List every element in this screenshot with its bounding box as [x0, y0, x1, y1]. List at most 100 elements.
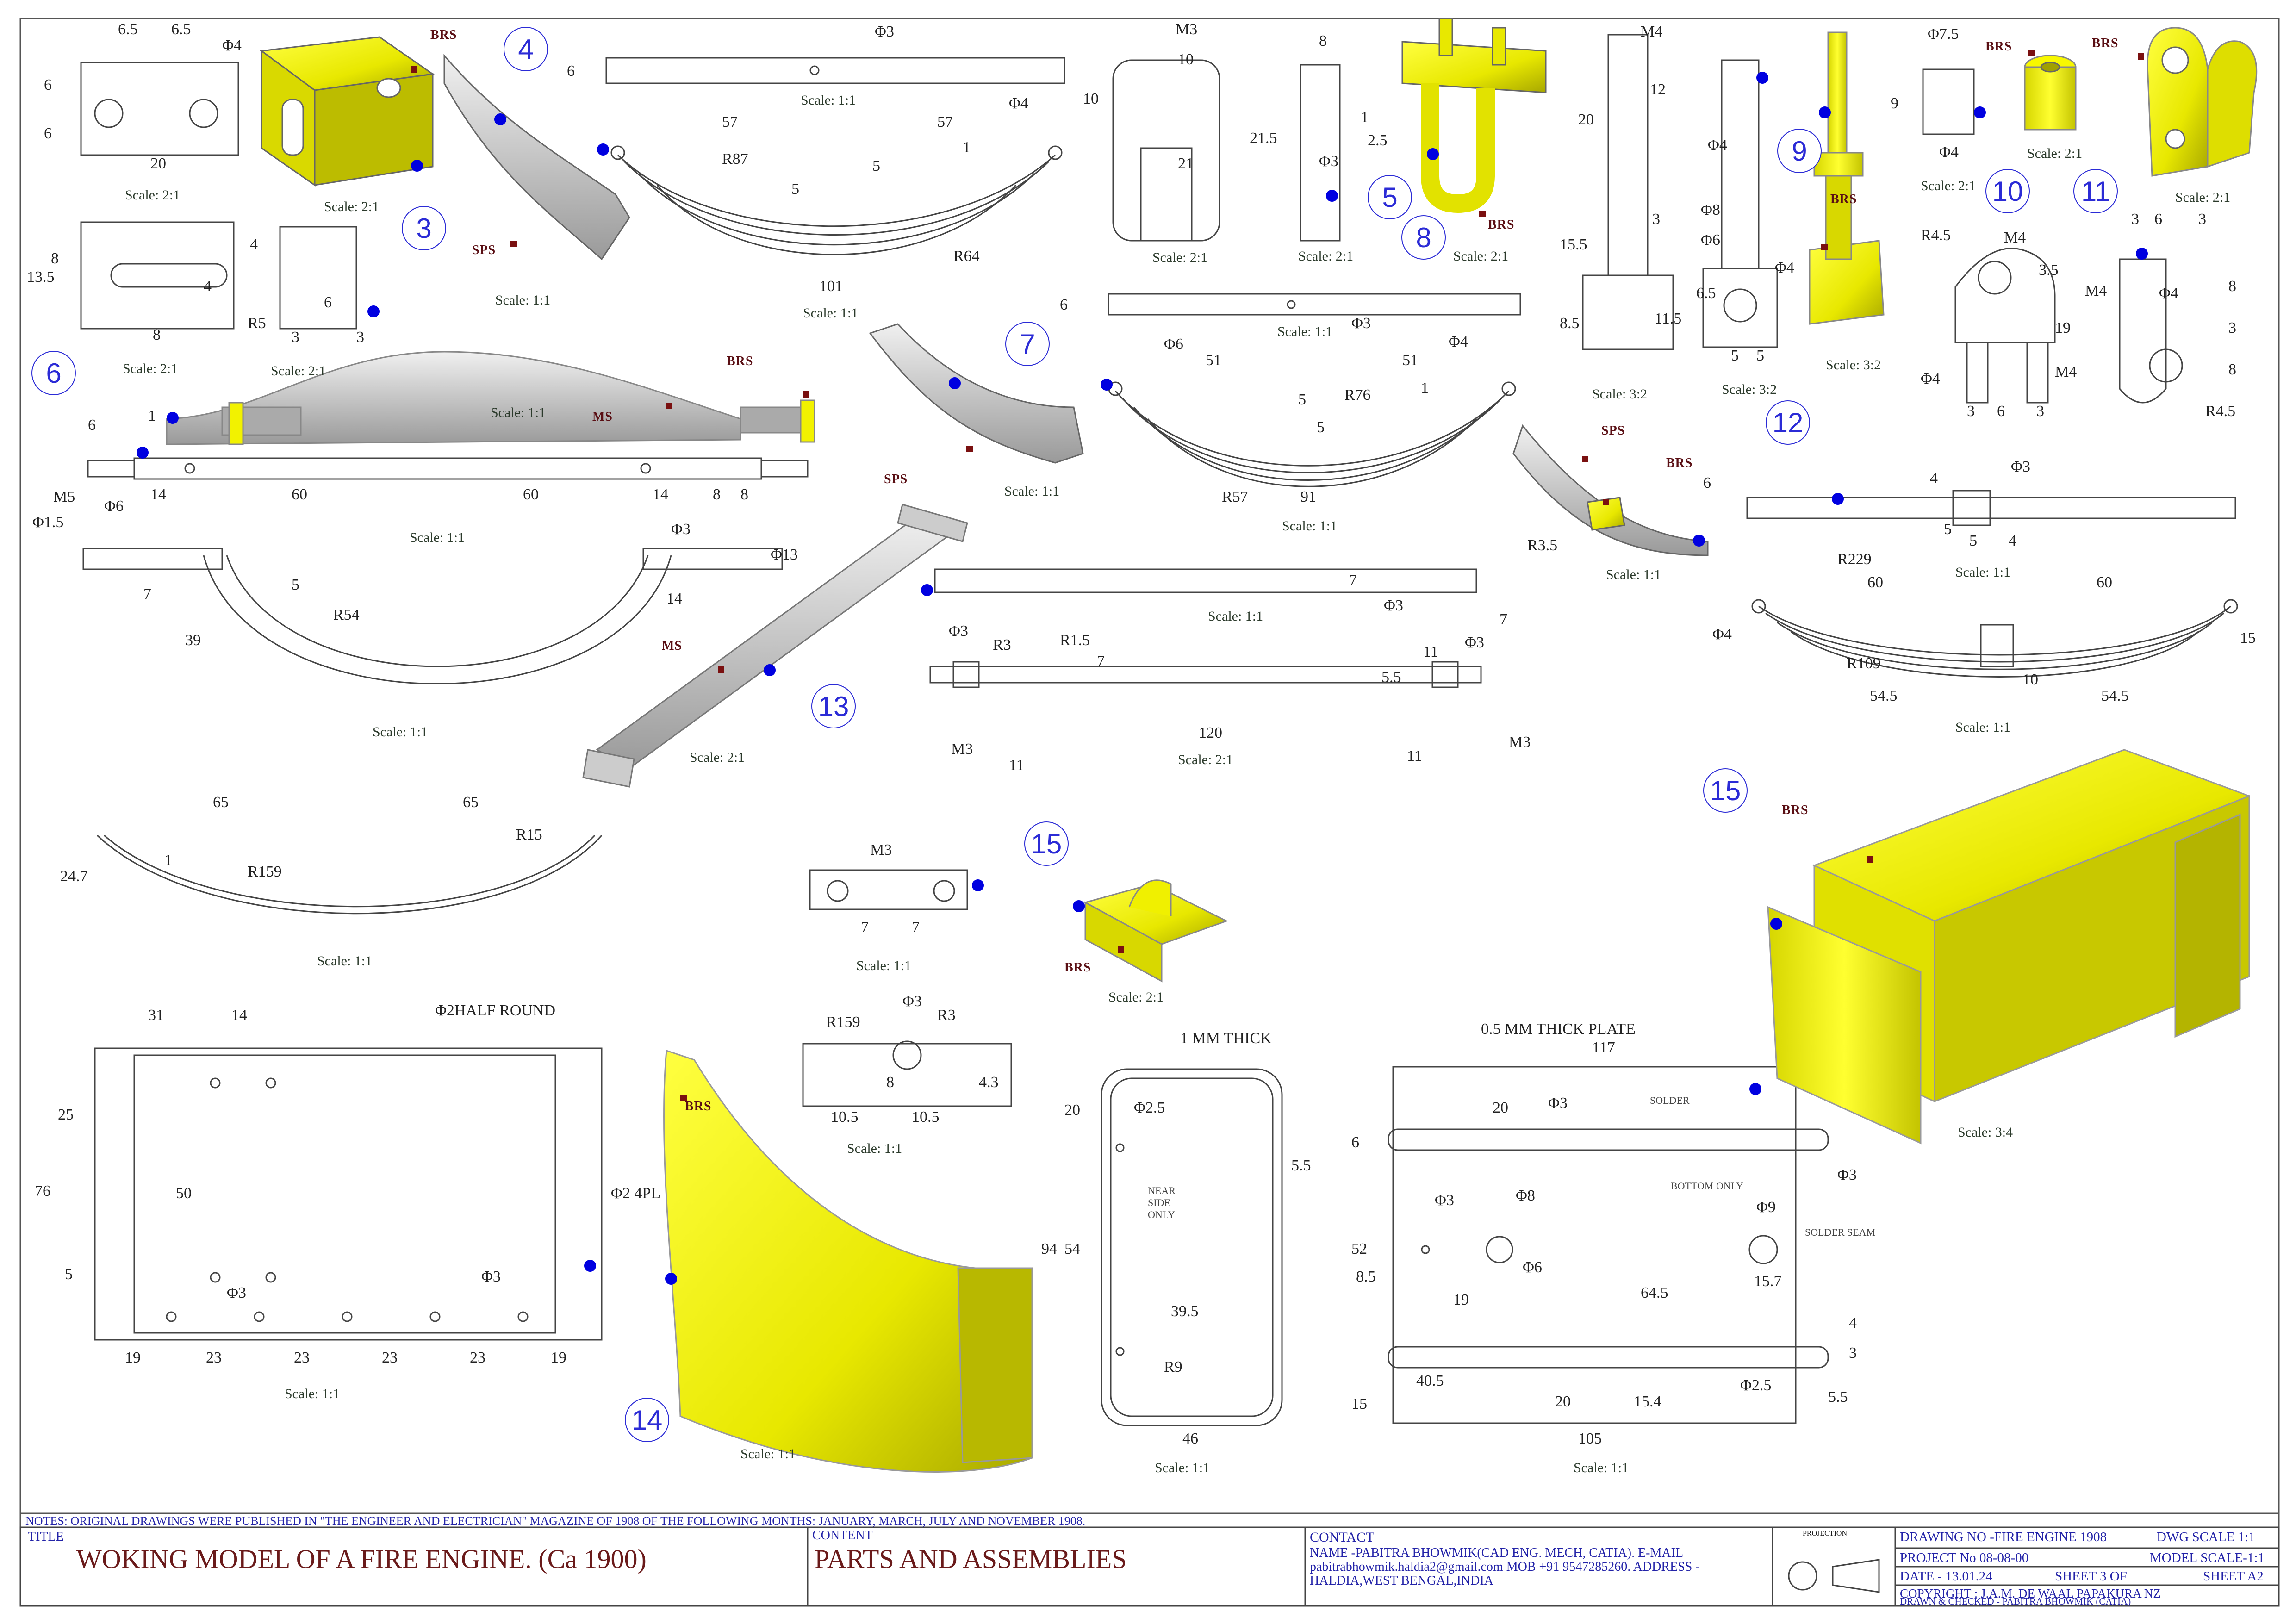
dim: 19 [1453, 1291, 1469, 1308]
dim: 8 [713, 486, 721, 503]
dim: 14 [150, 486, 166, 503]
dim: R3.5 [1527, 537, 1558, 554]
dim: 1 [1361, 109, 1369, 126]
dim: 3 [1652, 211, 1660, 228]
dim: 10 [1083, 90, 1099, 107]
dim: Φ4 [1708, 137, 1727, 154]
dim: 46 [1182, 1430, 1198, 1447]
balloon-part-12: 12 [1766, 400, 1810, 445]
dim: 7 [1097, 653, 1105, 670]
scale-label: Scale: 1:1 [1955, 720, 2011, 735]
dim: 9 [1891, 95, 1898, 112]
dim: 11 [1009, 757, 1024, 774]
dim: 5 [65, 1266, 73, 1283]
leader-dot [921, 584, 933, 596]
material-ms-2: MS [662, 639, 682, 653]
material-marker [411, 66, 417, 73]
leader-dot [494, 113, 506, 125]
material-brs-7: BRS [1666, 456, 1693, 470]
leader-dot [2136, 248, 2148, 260]
material-marker [1582, 456, 1588, 462]
scale-label: Scale: 3:2 [1826, 357, 1881, 373]
dim: Φ8 [1701, 201, 1720, 218]
dim: 12 [1650, 81, 1666, 98]
scale-label: Scale: 1:1 [1282, 518, 1338, 534]
balloon-part-15a: 15 [1024, 821, 1069, 866]
dim: 8.5 [1356, 1268, 1376, 1285]
dim: 105 [1578, 1430, 1602, 1447]
scale-label: Scale: 2:1 [690, 750, 745, 765]
material-brs-4: BRS [1985, 39, 2012, 54]
part9-front-view [1607, 34, 1649, 276]
dim: 2.5 [1368, 132, 1388, 149]
dim: 40.5 [1416, 1372, 1444, 1389]
dim: Φ1.5 [32, 514, 64, 531]
dim: 60 [523, 486, 539, 503]
note-near-side: NEAR SIDE ONLY [1148, 1185, 1176, 1220]
dim: 4 [204, 278, 212, 295]
material-ms-1: MS [592, 410, 613, 424]
contact-label: CONTACT [1310, 1530, 1375, 1545]
dim: Φ6 [1164, 336, 1183, 353]
dim: 11 [1423, 643, 1438, 660]
material-brs-6: BRS [727, 354, 753, 368]
dim: R4.5 [1921, 227, 1951, 244]
part13-front-view [929, 666, 1482, 684]
drawing-number: DRAWING NO -FIRE ENGINE 1908 [1900, 1530, 2107, 1544]
scale-label: Scale: 1:1 [856, 958, 912, 973]
dim: Φ4 [1921, 370, 1940, 387]
material-marker [1867, 856, 1873, 863]
leader-dot [597, 143, 609, 156]
dim: M3 [1509, 734, 1531, 751]
dim: R4.5 [2205, 403, 2236, 420]
dim: 65 [213, 794, 229, 811]
dim: 11 [1407, 747, 1422, 765]
scale-label: Scale: 2:1 [2027, 146, 2083, 161]
balloon-part-3: 3 [402, 206, 446, 250]
dim: R54 [333, 606, 360, 623]
leader-dot [972, 879, 984, 891]
scale-label: Scale: 1:1 [1606, 567, 1661, 582]
dim: 10.5 [912, 1108, 940, 1126]
contact-line-3: HALDIA,WEST BENGAL,INDIA [1310, 1574, 1493, 1588]
part5-front-view [1112, 59, 1220, 242]
material-brs-2: BRS [1488, 218, 1515, 232]
part3-side-view [80, 221, 235, 330]
dim: 20 [150, 155, 166, 172]
dim: 5 [1944, 521, 1952, 538]
dim: 23 [470, 1349, 485, 1366]
dim: 8 [51, 250, 59, 267]
dim: R64 [953, 248, 980, 265]
dim: 14 [666, 590, 682, 607]
dim: M4 [2085, 282, 2107, 299]
dim: Φ4 [1712, 626, 1732, 643]
leader-dot [1427, 148, 1439, 160]
dim: 3 [2036, 403, 2044, 420]
material-brs-5: BRS [2092, 36, 2119, 50]
material-marker [718, 666, 724, 673]
dim: 60 [2097, 574, 2112, 591]
dim: 60 [292, 486, 307, 503]
dim: R229 [1837, 551, 1872, 568]
dim: 57 [722, 113, 738, 131]
dim: 15 [2240, 629, 2256, 647]
balloon-part-15b: 15 [1703, 768, 1748, 813]
dim: Φ9 [1756, 1199, 1776, 1216]
scale-label: Scale: 2:1 [1178, 752, 1233, 767]
scale-label: Scale: 2:1 [1453, 249, 1509, 264]
dim: Φ4 [222, 37, 242, 54]
dim: 7 [1349, 572, 1357, 589]
dim: 51 [1206, 352, 1221, 369]
dim: Φ2.5 [1740, 1377, 1772, 1394]
scale-label: Scale: 1:1 [1004, 484, 1060, 499]
dim: 15.4 [1634, 1393, 1661, 1410]
part14-flat-pattern [94, 1047, 603, 1341]
scale-label: Scale: 1:1 [410, 530, 465, 545]
plate-05mm-view [1392, 1066, 1797, 1424]
material-brs-10: BRS [685, 1099, 712, 1114]
material-marker [1118, 946, 1124, 953]
dim: Φ2HALF ROUND [435, 1002, 556, 1019]
dim: 13.5 [27, 268, 55, 286]
dim: 6 [324, 294, 332, 311]
plate-1mm-view [1101, 1068, 1283, 1426]
